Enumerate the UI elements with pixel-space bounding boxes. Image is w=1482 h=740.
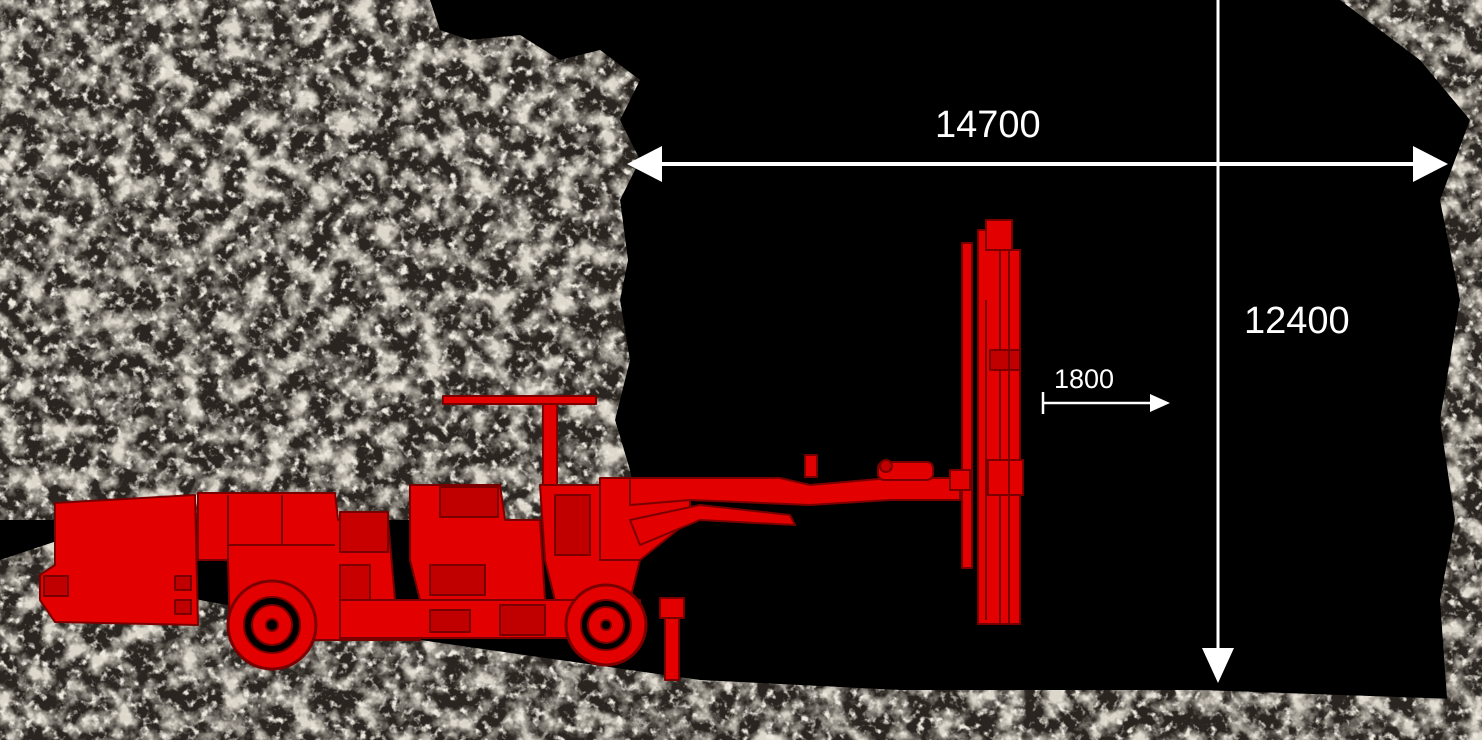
width-dimension-label: 14700	[935, 104, 1041, 146]
canopy-roof	[442, 395, 597, 405]
rear-wheel	[226, 579, 318, 671]
height-arrow-bottom	[1202, 648, 1234, 683]
rear-engine-housing	[39, 494, 199, 626]
drill-rig	[39, 219, 1024, 681]
rear-grille	[43, 575, 69, 597]
height-dimension-label: 12400	[1244, 300, 1350, 342]
feed-mast	[961, 242, 973, 569]
feed-reach-dimension-label: 1800	[1054, 364, 1115, 394]
dimension-lines	[627, 0, 1448, 683]
width-arrow-left	[627, 146, 662, 182]
width-arrow-right	[1413, 146, 1448, 182]
reach-arrow-right	[1150, 394, 1170, 412]
boom-arm	[629, 477, 961, 506]
feed-mast-main	[977, 229, 1001, 625]
boom-cylinder	[629, 504, 796, 546]
front-wheel	[564, 583, 648, 667]
